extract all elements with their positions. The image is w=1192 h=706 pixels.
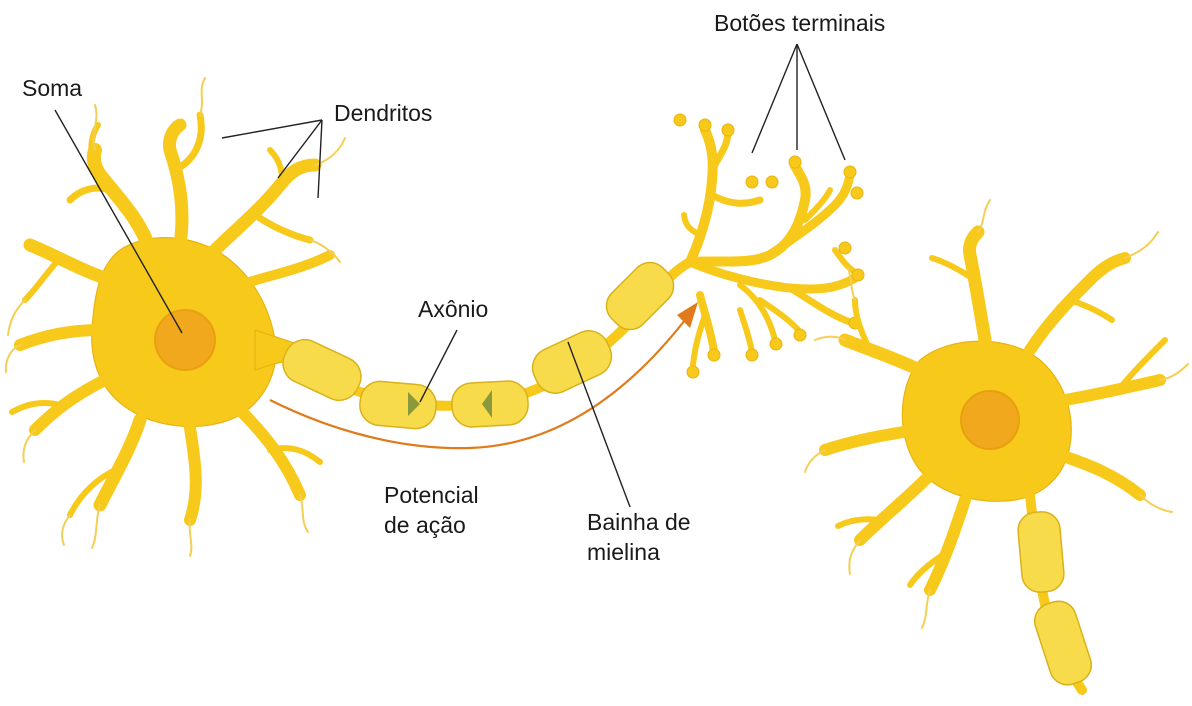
terminal-button xyxy=(746,349,758,361)
terminal-button xyxy=(852,269,864,281)
terminal-button xyxy=(770,338,782,350)
terminal-button xyxy=(708,349,720,361)
myelin-segment xyxy=(1017,510,1066,593)
arrowhead xyxy=(677,302,698,328)
terminal-button xyxy=(839,242,851,254)
axon-terminals xyxy=(684,130,855,365)
terminal-button xyxy=(746,176,758,188)
label-soma: Soma xyxy=(22,75,82,101)
label-myelin-line1: Bainha de xyxy=(587,509,691,535)
terminal-button xyxy=(844,166,856,178)
label-dendrites: Dendritos xyxy=(334,100,432,126)
left-nucleus xyxy=(155,310,215,370)
terminal-button xyxy=(687,366,699,378)
label-terminal-buttons: Botões terminais xyxy=(714,10,885,36)
label-axon: Axônio xyxy=(418,296,488,322)
terminal-button xyxy=(674,114,686,126)
label-action-potential-line1: Potencial xyxy=(384,482,479,508)
right-nucleus xyxy=(961,391,1019,449)
axon xyxy=(276,255,690,430)
dendrite-leader xyxy=(222,120,322,138)
dendrite-leader xyxy=(318,120,322,198)
terminal-button xyxy=(766,176,778,188)
terminal-leader xyxy=(752,44,797,153)
terminal-button xyxy=(699,119,711,131)
label-myelin-line2: mielina xyxy=(587,539,660,565)
terminal-button xyxy=(851,187,863,199)
right-myelin-sheath xyxy=(1017,510,1096,689)
terminal-button xyxy=(794,329,806,341)
myelin-segment xyxy=(1030,597,1096,690)
label-action-potential-line2: de ação xyxy=(384,512,466,538)
myelin-segment xyxy=(358,380,438,430)
axon-leader xyxy=(420,330,457,402)
myelin-segment xyxy=(599,255,681,337)
terminal-buttons xyxy=(674,114,864,378)
terminal-button xyxy=(789,156,801,168)
terminal-button xyxy=(722,124,734,136)
myelin-sheath xyxy=(276,255,681,430)
terminal-leader xyxy=(797,44,845,160)
